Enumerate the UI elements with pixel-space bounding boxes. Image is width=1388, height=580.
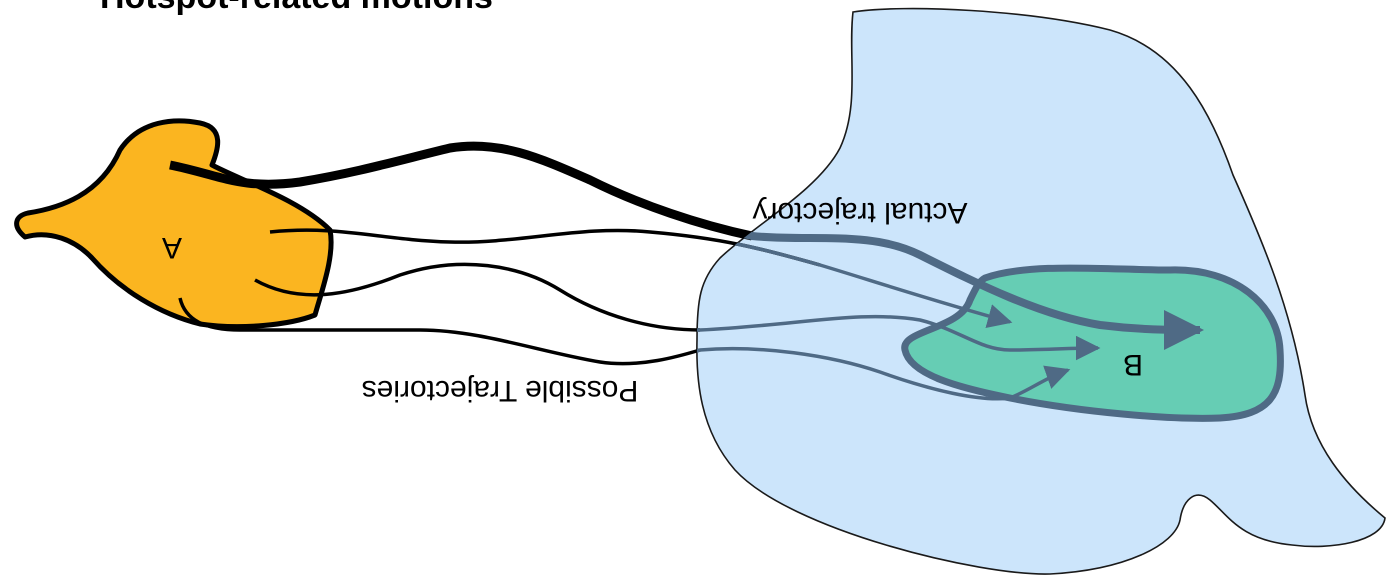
page-title: Hotspot-related motions <box>100 0 493 16</box>
region-a-label: A <box>162 231 182 264</box>
region-a <box>17 121 331 327</box>
cut-off-title: Hotspot-related motions <box>100 0 493 16</box>
region-b-label: B <box>1123 348 1143 381</box>
actual-trajectory-label: Actual trajectory <box>752 196 967 229</box>
possible-trajectories-label: Possible Trajectories <box>362 374 639 407</box>
